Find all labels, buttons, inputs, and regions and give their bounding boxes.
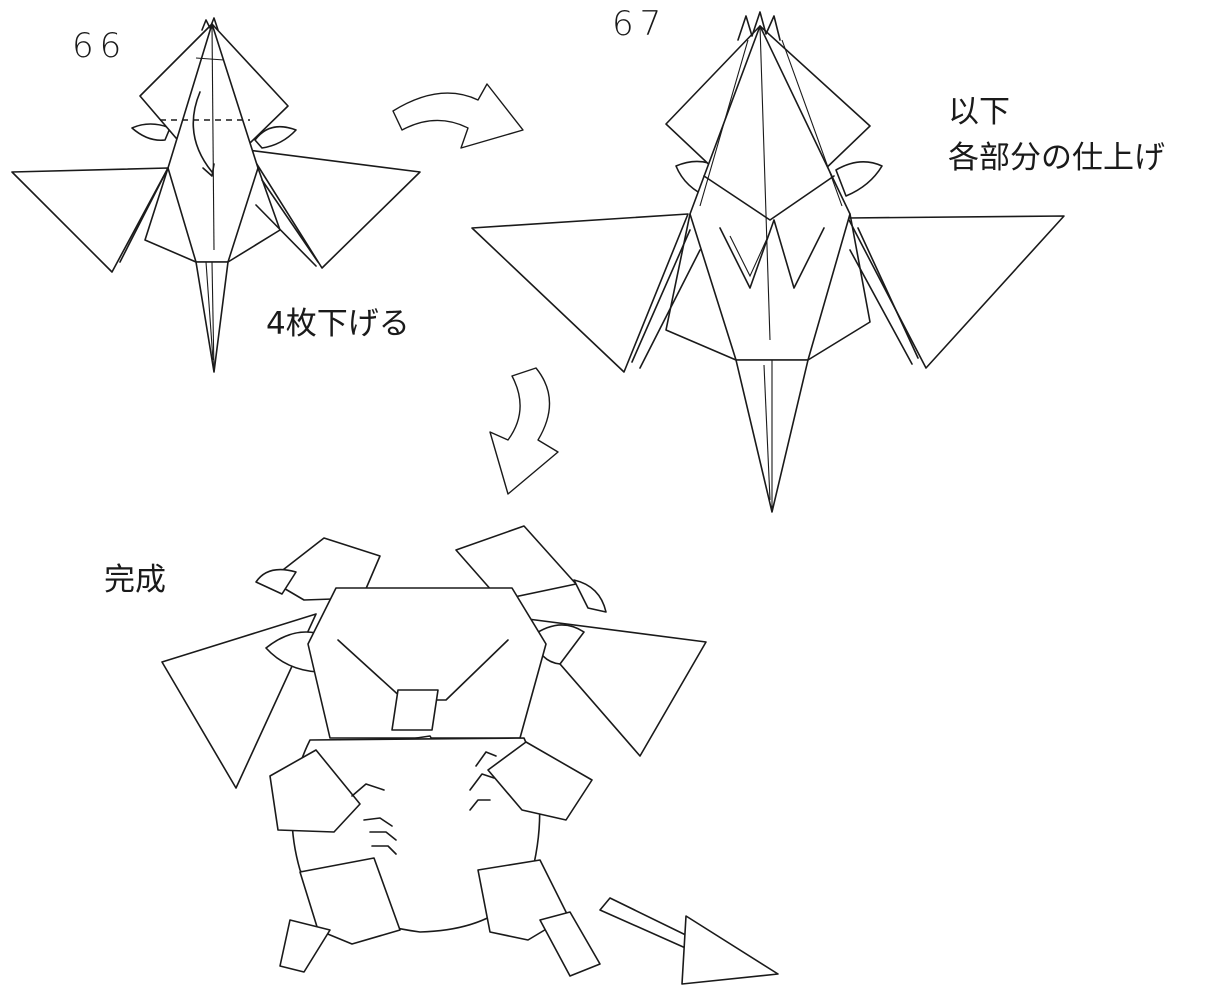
step-66-caption: 4枚下げる [266, 306, 410, 342]
arrow-down-icon [489, 367, 559, 495]
step-67-figure [471, 11, 1065, 513]
step-67-number: 67 [612, 4, 668, 44]
final-caption: 完成 [104, 562, 166, 598]
arrow-right-icon [392, 83, 524, 149]
step-66-figure [11, 17, 421, 373]
step-66-number: 66 [72, 26, 128, 66]
step-67-caption-line1: 以下 [948, 94, 1010, 130]
step-67-caption-line2: 各部分の仕上げ [948, 140, 1165, 176]
final-figure [161, 525, 779, 985]
